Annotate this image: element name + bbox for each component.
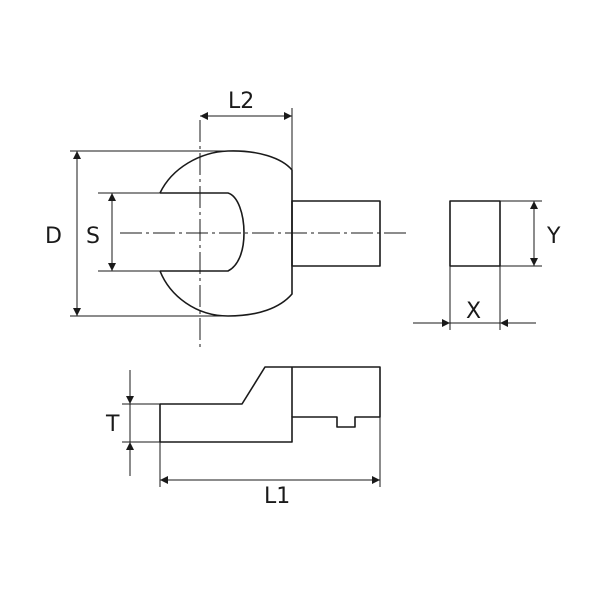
l2-label: L2 bbox=[228, 89, 254, 114]
side-profile-outline bbox=[159, 366, 381, 443]
shank-cross-section: Y X bbox=[413, 200, 561, 330]
x-label: X bbox=[466, 299, 481, 324]
d-label: D bbox=[45, 224, 62, 249]
t-label: T bbox=[105, 412, 120, 437]
side-view: T L1 bbox=[105, 366, 381, 509]
top-view: D S L2 bbox=[45, 89, 410, 348]
s-label: S bbox=[86, 224, 100, 249]
l1-label: L1 bbox=[264, 484, 290, 509]
cross-section-rect bbox=[449, 200, 501, 267]
y-label: Y bbox=[546, 224, 561, 249]
jaw-opening bbox=[160, 192, 245, 272]
